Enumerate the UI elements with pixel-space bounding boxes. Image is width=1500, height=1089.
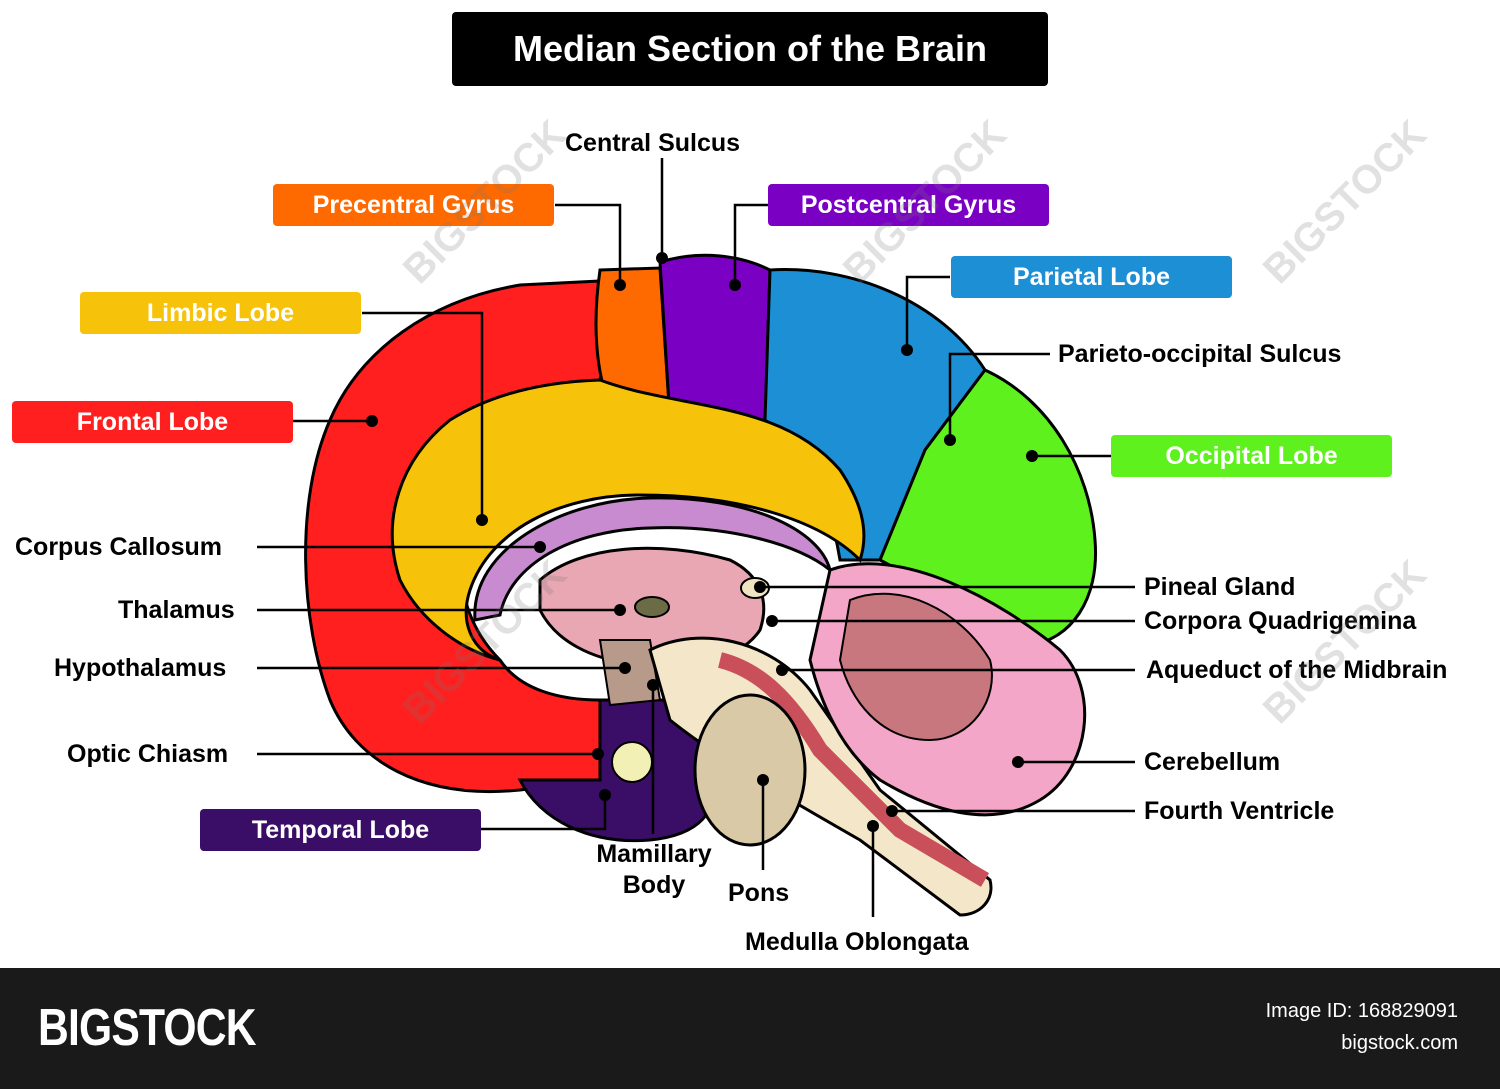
mamillary-body-shape bbox=[611, 741, 653, 783]
pons-region bbox=[693, 693, 807, 847]
label-pineal-gland: Pineal Gland bbox=[1144, 573, 1296, 601]
hypothalamus-region bbox=[598, 639, 662, 707]
footer-logo[interactable]: BIGSTOCK bbox=[38, 999, 257, 1057]
footer-image-id: Image ID: 168829091 bbox=[1265, 1000, 1458, 1022]
label-parieto-occipital-sulcus: Parieto-occipital Sulcus bbox=[1058, 340, 1342, 368]
label-precentral-gyrus: Precentral Gyrus bbox=[273, 184, 554, 226]
limbic-lobe-region bbox=[390, 378, 866, 662]
medulla-core bbox=[717, 652, 990, 887]
label-mamillary-body-line2: Body bbox=[622, 871, 686, 899]
footer-site-link[interactable]: bigstock.com bbox=[1341, 1032, 1458, 1054]
label-hypothalamus: Hypothalamus bbox=[54, 654, 227, 682]
label-corpora-quadrigemina: Corpora Quadrigemina bbox=[1144, 607, 1417, 635]
label-central-sulcus: Central Sulcus bbox=[565, 129, 741, 157]
label-postcentral-gyrus: Postcentral Gyrus bbox=[768, 184, 1049, 226]
cerebellum-arbor bbox=[838, 592, 993, 742]
diagram-title: Median Section of the Brain bbox=[452, 12, 1048, 86]
leader-dots bbox=[366, 252, 1038, 832]
label-limbic-lobe: Limbic Lobe bbox=[80, 292, 361, 334]
thalamus-nucleus bbox=[634, 596, 670, 618]
label-temporal-lobe: Temporal Lobe bbox=[200, 809, 481, 851]
label-fourth-ventricle: Fourth Ventricle bbox=[1144, 797, 1335, 825]
label-occipital-lobe: Occipital Lobe bbox=[1111, 435, 1392, 477]
label-pons: Pons bbox=[728, 879, 790, 907]
label-thalamus: Thalamus bbox=[118, 596, 235, 624]
brain-illustration bbox=[257, 158, 1135, 917]
footer-bar: BIGSTOCK Image ID: 168829091 bigstock.co… bbox=[0, 968, 1500, 1089]
leader-lines bbox=[257, 158, 1135, 917]
label-cerebellum: Cerebellum bbox=[1144, 748, 1281, 776]
label-optic-chiasm: Optic Chiasm bbox=[67, 740, 229, 768]
label-mamillary-body-line1: Mamillary bbox=[596, 840, 712, 868]
label-corpus-callosum: Corpus Callosum bbox=[15, 533, 222, 561]
label-medulla-oblongata: Medulla Oblongata bbox=[745, 928, 969, 956]
label-aqueduct-of-midbrain: Aqueduct of the Midbrain bbox=[1146, 656, 1448, 684]
label-frontal-lobe: Frontal Lobe bbox=[12, 401, 293, 443]
label-parietal-lobe: Parietal Lobe bbox=[951, 256, 1232, 298]
postcentral-gyrus-region bbox=[658, 253, 772, 422]
